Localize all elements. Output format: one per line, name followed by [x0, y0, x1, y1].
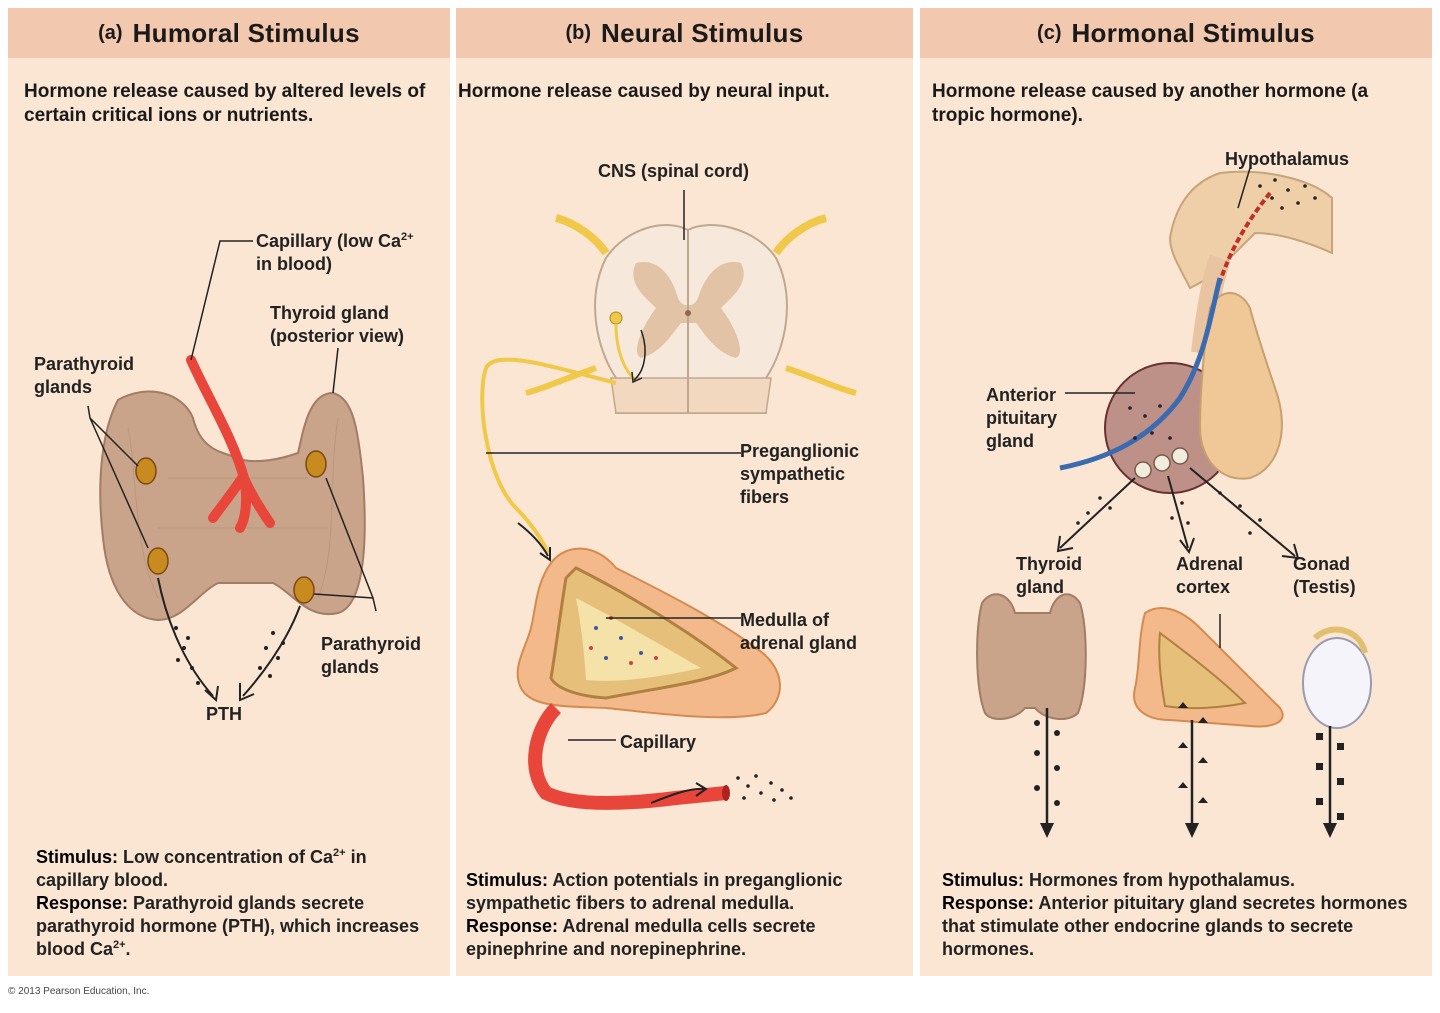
spinal-cord-adrenal-illustration: [480, 190, 857, 810]
preganglionic-fibers-label: Preganglionic sympathetic fibers: [740, 441, 860, 507]
cns-label: CNS (spinal cord): [598, 161, 750, 181]
capillary-label: Capillary: [620, 732, 697, 752]
medulla-label: Medulla of adrenal gland: [740, 610, 858, 653]
panel-letter: (a): [98, 21, 123, 44]
panel-letter: (c): [1037, 21, 1062, 44]
panel-description: Hormone release caused by another hormon…: [932, 81, 1369, 126]
thyroid-gland-label: Thyroid gland (posterior view): [270, 303, 405, 346]
parathyroid-glands-label-left: Parathyroid glands: [34, 354, 135, 397]
panel-title: Hormonal Stimulus: [1071, 17, 1315, 48]
gonad-label: Gonad (Testis): [1293, 554, 1356, 597]
copyright-text: © 2013 Pearson Education, Inc.: [8, 986, 150, 997]
stimulus-response-text: Stimulus: Hormones from hypothalamus. Re…: [942, 870, 1408, 959]
panel-description: Hormone release caused by altered levels…: [24, 81, 426, 126]
pituitary-illustration: [976, 167, 1372, 838]
panel-header: (c) Hormonal Stimulus: [920, 8, 1432, 58]
panel-description: Hormone release caused by neural input.: [458, 81, 830, 102]
capillary-label: Capillary (low Ca2+ in blood): [256, 231, 414, 274]
panel-letter: (b): [565, 21, 592, 44]
adrenal-cortex-label: Adrenal cortex: [1176, 554, 1244, 597]
pth-label: PTH: [206, 704, 242, 724]
stimulus-response-text: Stimulus: Low concentration of Ca2+ in c…: [36, 847, 420, 959]
panel-title: Neural Stimulus: [601, 17, 804, 48]
thyroid-gland-label: Thyroid gland: [1016, 554, 1082, 597]
panel-title: Humoral Stimulus: [132, 17, 360, 48]
stimulus-response-text: Stimulus: Action potentials in pregangli…: [466, 870, 843, 959]
panel-header: (b) Neural Stimulus: [456, 8, 913, 58]
panel-neural-stimulus: (b) Neural Stimulus Hormone release caus…: [456, 8, 913, 976]
anterior-pituitary-label: Anterior pituitary gland: [986, 385, 1058, 451]
panel-header: (a) Humoral Stimulus: [8, 8, 450, 58]
thyroid-illustration: [87, 240, 377, 703]
parathyroid-glands-label-right: Parathyroid glands: [321, 634, 422, 677]
hypothalamus-label: Hypothalamus: [1225, 149, 1350, 169]
panel-humoral-stimulus: (a) Humoral Stimulus Hormone release cau…: [8, 8, 450, 976]
panel-hormonal-stimulus: (c) Hormonal Stimulus Hormone release ca…: [920, 8, 1432, 976]
